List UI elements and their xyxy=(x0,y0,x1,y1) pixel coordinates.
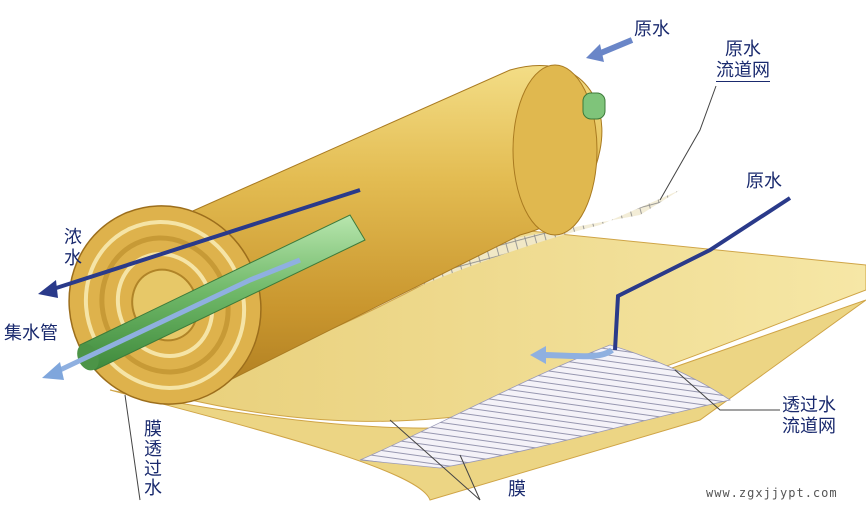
raw-water-arrow-right xyxy=(530,196,792,364)
watermark: www.zgxjjypt.com xyxy=(706,486,838,500)
label-permeate-channel: 透过水 流道网 xyxy=(782,395,836,437)
label-raw-water-top: 原水 xyxy=(634,19,670,40)
permeate-arrow xyxy=(42,257,301,380)
raw-water-arrow-top xyxy=(586,37,634,62)
label-raw-water-channel: 原水 流道网 xyxy=(716,39,770,83)
permeate-channel-mesh xyxy=(359,344,732,469)
label-concentrate: 浓 水 xyxy=(64,227,82,269)
label-permeate-vertical: 膜透过水 xyxy=(144,419,162,500)
label-raw-water-right: 原水 xyxy=(746,171,782,192)
label-collector-pipe: 集水管 xyxy=(4,323,58,344)
label-membrane: 膜 xyxy=(508,479,526,500)
leader-lines xyxy=(124,85,780,501)
concentrate-arrow xyxy=(38,188,361,298)
membrane-sheet-top xyxy=(149,229,866,422)
